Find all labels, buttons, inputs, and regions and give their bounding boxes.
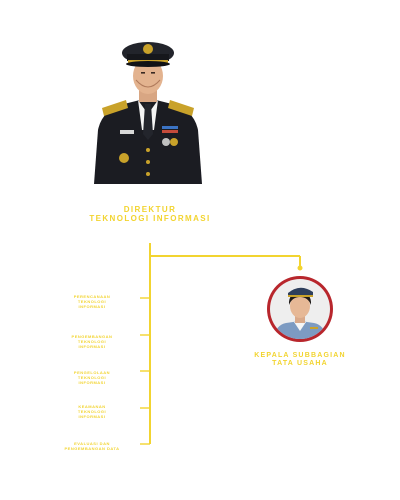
unit-label-line: INFORMASI xyxy=(78,414,106,419)
unit-label-line: INFORMASI xyxy=(78,304,106,309)
unit-label-line: KEAMANAN xyxy=(78,404,106,409)
unit-label-line: PENGEMBANGAN DATA xyxy=(64,446,120,451)
director-title-line1: DIREKTUR xyxy=(123,205,177,214)
unit-label: PENGEMBANGAN TEKNOLOGI INFORMASI xyxy=(44,334,140,349)
unit-label-line: PERENCANAAN xyxy=(73,294,111,299)
unit-label-line: EVALUASI DAN xyxy=(74,441,110,446)
unit-label-line: TEKNOLOGI xyxy=(77,339,107,344)
unit-label-line: INFORMASI xyxy=(78,380,106,385)
unit-label-line: INFORMASI xyxy=(78,344,106,349)
subordinate-connector-dot xyxy=(297,265,303,271)
unit-label-line: PENGEMBANGAN xyxy=(71,334,113,339)
subordinate-title: KEPALA SUBBAGIAN TATA USAHA xyxy=(245,352,355,368)
director-portrait xyxy=(90,38,206,184)
unit-label-line: TEKNOLOGI xyxy=(77,409,107,414)
subordinate-title-line2: TATA USAHA xyxy=(272,360,328,367)
unit-label: KEAMANAN TEKNOLOGI INFORMASI xyxy=(44,404,140,419)
unit-label-line: TEKNOLOGI xyxy=(77,375,107,380)
unit-branch-ticks xyxy=(140,297,150,445)
unit-label: EVALUASI DAN PENGEMBANGAN DATA xyxy=(44,441,140,451)
subordinate-title-line1: KEPALA SUBBAGIAN xyxy=(254,352,346,359)
director-title: DIREKTUR TEKNOLOGI INFORMASI xyxy=(70,205,230,223)
unit-label: PERENCANAAN TEKNOLOGI INFORMASI xyxy=(44,294,140,309)
unit-label: PENGELOLAAN TEKNOLOGI INFORMASI xyxy=(44,370,140,385)
subordinate-portrait xyxy=(266,275,334,343)
unit-label-line: TEKNOLOGI xyxy=(77,299,107,304)
director-title-line2: TEKNOLOGI INFORMASI xyxy=(89,214,211,223)
unit-label-line: PENGELOLAAN xyxy=(73,370,111,375)
